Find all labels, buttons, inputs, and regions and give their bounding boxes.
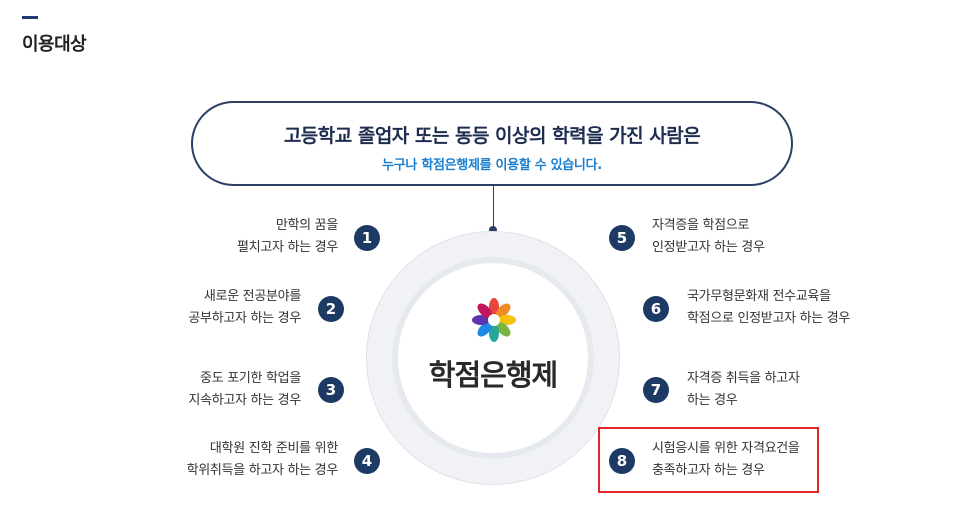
item-1-badge: 1 <box>354 225 380 251</box>
item-3-text: 중도 포기한 학업을 지속하고자 하는 경우 <box>188 368 301 412</box>
item-6-badge: 6 <box>643 296 669 322</box>
item-5-badge: 5 <box>609 225 635 251</box>
eligibility-banner: 고등학교 졸업자 또는 동등 이상의 학력을 가진 사람은 누구나 학점은행제를… <box>191 101 793 186</box>
item-6-line1: 국가무형문화재 전수교육을 <box>687 289 831 304</box>
brand-name: 학점은행제 <box>428 358 558 392</box>
item-7-badge: 7 <box>643 377 669 403</box>
banner-main-text: 고등학교 졸업자 또는 동등 이상의 학력을 가진 사람은 <box>283 125 701 147</box>
item-2-text: 새로운 전공분야를 공부하고자 하는 경우 <box>188 286 301 330</box>
item-6-text: 국가무형문화재 전수교육을 학점으로 인정받고자 하는 경우 <box>687 286 850 330</box>
item-2-badge: 2 <box>318 296 344 322</box>
item-8-line1: 시험응시를 위한 자격요건을 <box>652 441 800 456</box>
item-4-badge: 4 <box>354 448 380 474</box>
title-accent-bar <box>22 16 38 19</box>
banner-sub-text: 누구나 학점은행제를 이용할 수 있습니다. <box>382 158 602 173</box>
item-4-line2: 학위취득을 하고자 하는 경우 <box>186 463 339 478</box>
item-2-line2: 공부하고자 하는 경우 <box>188 311 301 326</box>
item-3-badge: 3 <box>318 377 344 403</box>
center-circle <box>392 257 594 459</box>
item-1-line1: 만학의 꿈을 <box>275 218 338 233</box>
item-8-text: 시험응시를 위한 자격요건을 충족하고자 하는 경우 <box>652 438 800 482</box>
item-7-line1: 자격증 취득을 하고자 <box>687 371 800 386</box>
item-5-line1: 자격증을 학점으로 <box>652 218 750 233</box>
item-8-line2: 충족하고자 하는 경우 <box>652 463 765 478</box>
section-title: 이용대상 <box>22 34 87 55</box>
item-3-line2: 지속하고자 하는 경우 <box>188 393 301 408</box>
item-8-badge: 8 <box>609 448 635 474</box>
item-5-line2: 인정받고자 하는 경우 <box>652 240 765 255</box>
item-4-text: 대학원 진학 준비를 위한 학위취득을 하고자 하는 경우 <box>186 438 339 482</box>
item-4-line1: 대학원 진학 준비를 위한 <box>209 441 338 456</box>
item-2-line1: 새로운 전공분야를 <box>203 289 301 304</box>
flower-logo-icon <box>472 298 516 342</box>
item-1-text: 만학의 꿈을 펼치고자 하는 경우 <box>237 215 338 259</box>
item-7-text: 자격증 취득을 하고자 하는 경우 <box>687 368 800 412</box>
item-6-line2: 학점으로 인정받고자 하는 경우 <box>687 311 851 326</box>
connector-line <box>493 186 494 230</box>
item-5-text: 자격증을 학점으로 인정받고자 하는 경우 <box>652 215 765 259</box>
item-1-line2: 펼치고자 하는 경우 <box>237 240 338 255</box>
item-3-line1: 중도 포기한 학업을 <box>200 371 301 386</box>
connector-dot <box>489 226 497 234</box>
item-8-highlight-box <box>598 427 819 493</box>
item-7-line2: 하는 경우 <box>687 393 738 408</box>
